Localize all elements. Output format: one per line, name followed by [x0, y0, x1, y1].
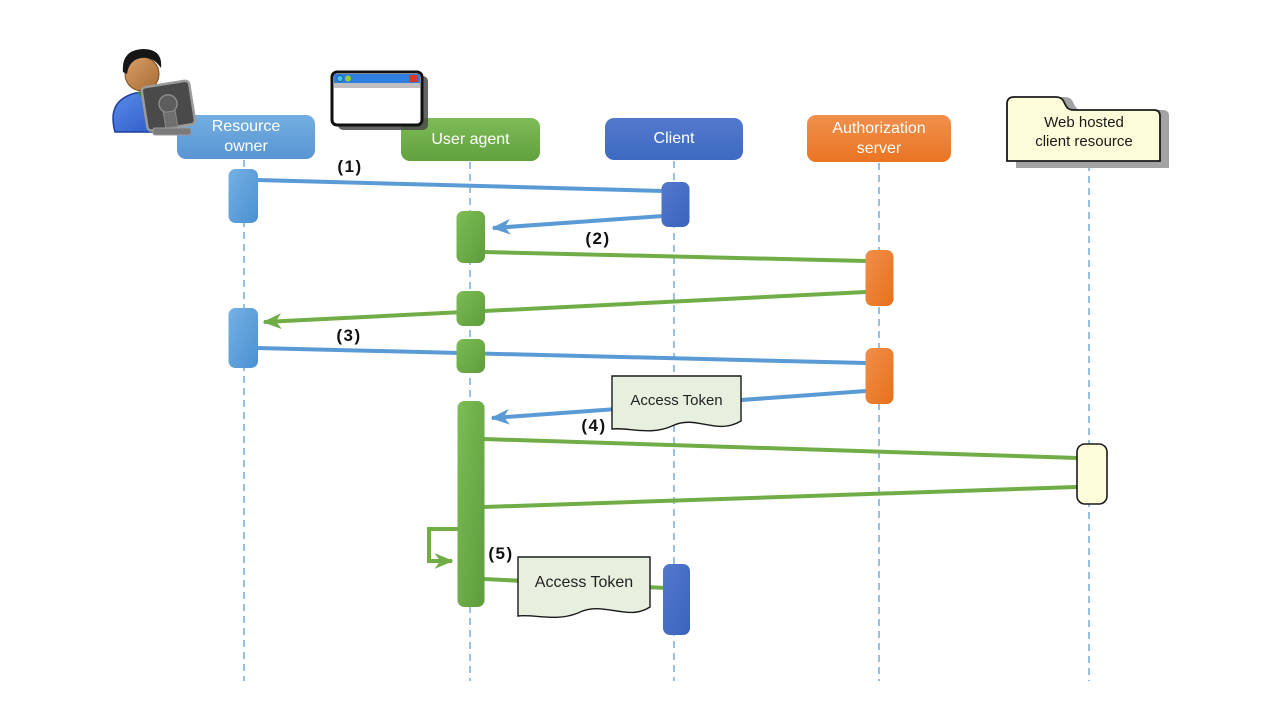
message-2-user-agent-to-auth-server — [483, 250, 867, 263]
activation-user-agent-main — [457, 401, 485, 607]
message-3-resource-owner-to-auth-server — [256, 346, 867, 365]
step-label-1: (1) — [337, 157, 363, 176]
actor-label-line: owner — [224, 138, 268, 155]
actor-label-line: Web hosted — [1044, 114, 1124, 131]
activation-web-resource — [1076, 443, 1108, 505]
activation-resource-owner-2 — [228, 308, 258, 368]
actor-header-client: Client — [605, 118, 743, 160]
message-client-to-user-agent — [491, 214, 664, 235]
folder-web-hosted-client-resource — [1006, 96, 1161, 162]
message-auth-server-to-resource-owner — [262, 290, 867, 330]
actor-label-line: Client — [653, 130, 695, 147]
actor-header-resource-owner: Resource owner — [177, 115, 315, 159]
step-label-2: (2) — [585, 229, 611, 248]
actor-label-line: server — [856, 139, 902, 157]
activation-client-2 — [663, 564, 690, 635]
note-access-token-1 — [611, 375, 742, 432]
activation-user-agent-2 — [456, 291, 485, 326]
browser-dot-blue — [336, 75, 344, 82]
person-at-computer-icon — [112, 49, 197, 136]
note-text-access-token-1: Access Token — [630, 391, 723, 409]
activation-auth-server-2 — [865, 348, 894, 404]
actor-label-line: User agent — [431, 130, 510, 148]
message-4-user-agent-to-web-resource — [482, 437, 1079, 460]
browser-dot-green — [345, 75, 351, 82]
actor-label-line: Authorization — [832, 119, 926, 137]
message-web-resource-to-user-agent — [483, 485, 1078, 509]
activation-user-agent-1 — [456, 211, 485, 263]
activation-resource-owner-1 — [228, 169, 258, 223]
activation-client-1 — [661, 182, 690, 227]
actor-label-line: Resource — [211, 118, 281, 135]
step-label-3: (3) — [336, 326, 362, 345]
note-access-token-2 — [517, 556, 651, 619]
note-text-access-token-2: Access Token — [534, 574, 634, 591]
activation-user-agent-3 — [456, 339, 485, 373]
step-label-5: (5) — [488, 544, 514, 563]
actor-header-authorization-server: Authorization server — [807, 115, 951, 162]
actor-header-web-hosted-client-resource: Web hosted client resource — [1006, 104, 1162, 160]
message-1-resource-owner-to-client — [256, 178, 665, 193]
actor-label-line: client resource — [1035, 133, 1133, 150]
browser-window-icon — [330, 70, 428, 130]
browser-title-bar — [334, 74, 420, 83]
browser-toolbar — [334, 83, 420, 88]
self-loop-user-agent — [427, 527, 459, 569]
step-label-4: (4) — [581, 416, 607, 435]
activation-auth-server-1 — [865, 250, 894, 306]
browser-close-button — [409, 75, 418, 82]
